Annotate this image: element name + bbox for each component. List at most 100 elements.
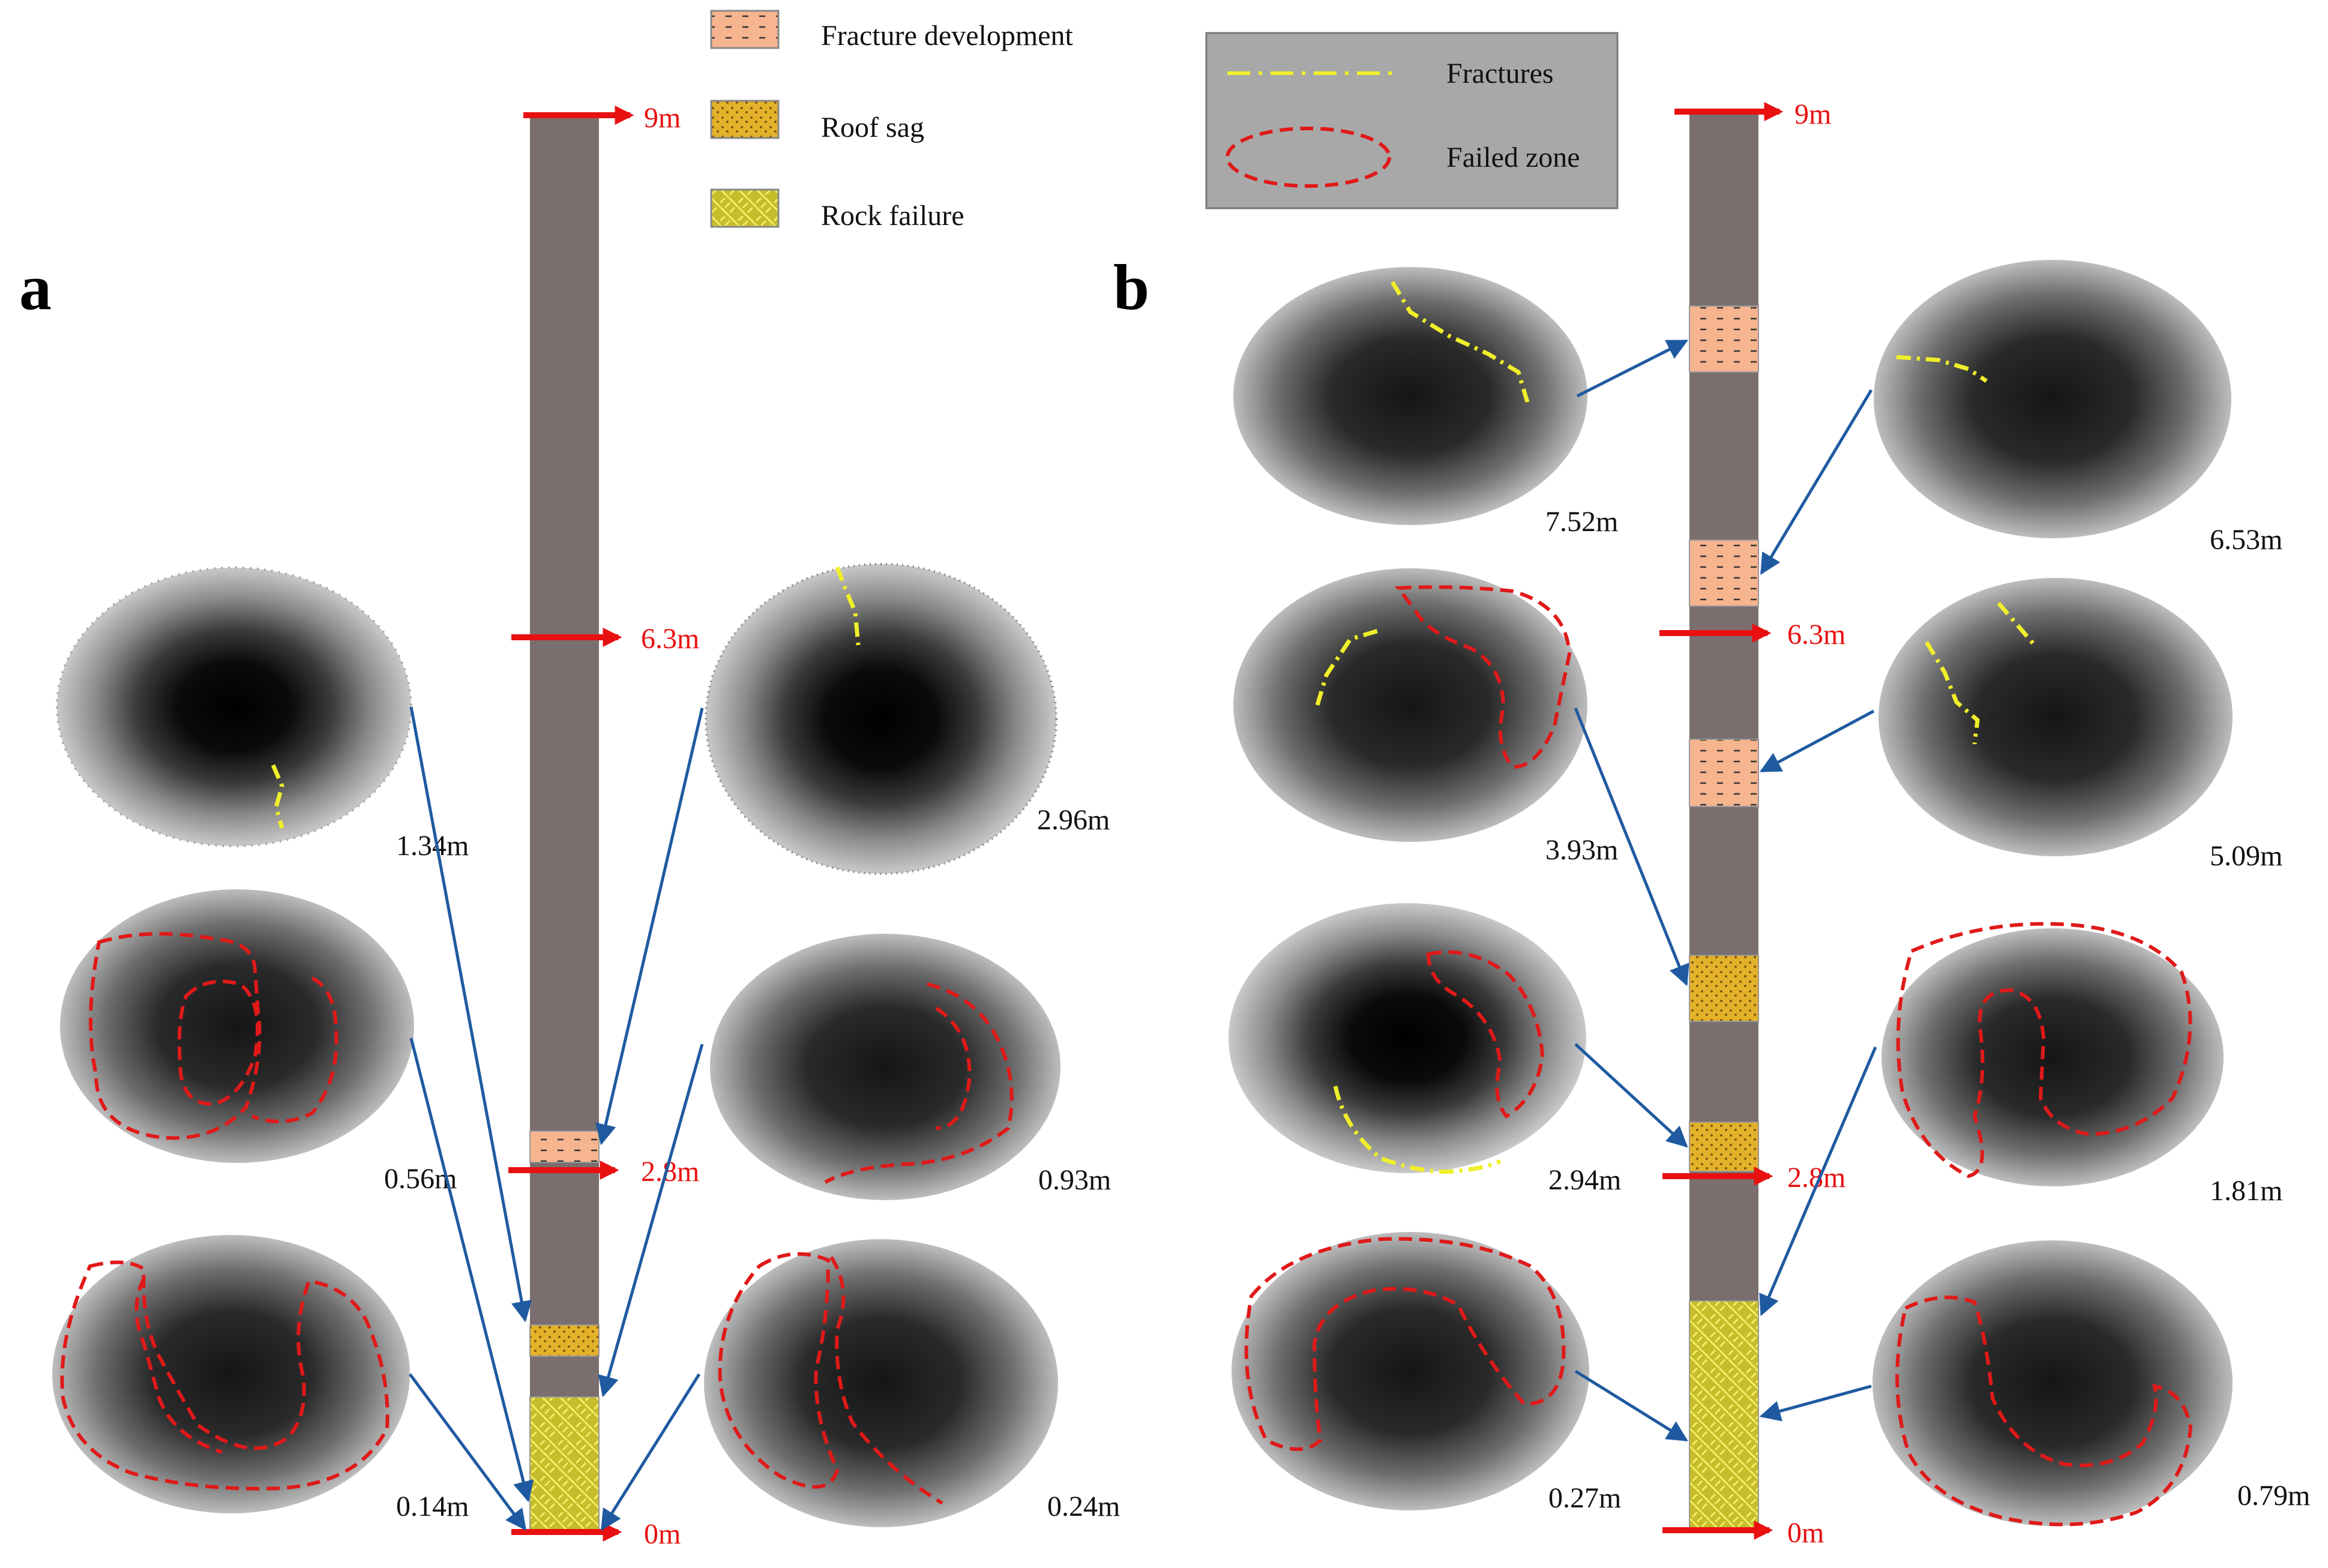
borehole-image-1.81m (1881, 922, 2224, 1186)
depth-caption-2.94m: 2.94m (1548, 1164, 1621, 1196)
failed-zone-outline (935, 1006, 972, 1130)
fracture-trace (1896, 355, 1988, 383)
failed-zone-outline (1895, 1296, 2193, 1527)
depth-caption-6.53m: 6.53m (2210, 524, 2282, 556)
connector-0.14m (408, 1373, 527, 1531)
borehole-photo (1872, 1240, 2233, 1526)
legend-label-rock-failure: Rock failure (821, 200, 964, 232)
borehole-photo (60, 889, 414, 1163)
zone-fracture-b3 (1689, 739, 1759, 807)
borehole-column-a (529, 114, 600, 1531)
borehole-image-0.27m (1232, 1232, 1589, 1510)
borehole-photo (704, 1239, 1058, 1527)
fracture-trace (1390, 281, 1530, 403)
depth-caption-1.81m: 1.81m (2210, 1175, 2282, 1207)
fracture-trace (1997, 601, 2036, 647)
borehole-image-0.14m (52, 1235, 410, 1513)
fracture-trace (1333, 1086, 1502, 1174)
depth-markers-b: 9m 6.3m 2.8m 0m (1659, 98, 1845, 1549)
failed-zone-outline (251, 976, 338, 1123)
legend-swatch-rock-failure (710, 188, 780, 228)
depth-label-9m-b: 9m (1794, 98, 1831, 130)
zone-fracture-b2 (1689, 539, 1759, 607)
fracture-trace (271, 764, 284, 829)
failed-zone-outline (60, 1260, 390, 1491)
borehole-image-7.52m (1233, 267, 1587, 525)
borehole-image-2.96m (705, 563, 1057, 875)
depth-caption-0.27m: 0.27m (1548, 1482, 1621, 1514)
connector-0.24m (600, 1373, 701, 1531)
line-legend-box (1205, 32, 1619, 209)
depth-markers-a: 9m 6.3m 2.8m 0m (508, 102, 699, 1550)
failed-zone-outline (89, 932, 262, 1140)
borehole-photo (1881, 928, 2224, 1186)
depth-label-9m-a: 9m (644, 102, 681, 134)
borehole-photo (710, 934, 1060, 1200)
legend-failed-zone-ellipse (1226, 127, 1391, 188)
borehole-photo (1233, 568, 1587, 842)
failed-zone-outline (1896, 922, 2192, 1179)
failed-zone-outline (1395, 585, 1572, 769)
depth-label-6.3m-a: 6.3m (641, 623, 699, 655)
connector-arrows (408, 339, 1877, 1531)
depth-label-0m-a: 0m (644, 1518, 681, 1550)
depth-caption-0.79m: 0.79m (2237, 1480, 2310, 1512)
fracture-trace (1315, 628, 1382, 706)
legend-label-roof-sag: Roof sag (821, 112, 924, 143)
connector-6.53m (1760, 389, 1873, 575)
legend-label-fracture-development: Fracture development (821, 20, 1074, 52)
zone-fracture-b1 (1689, 305, 1759, 373)
panel-label-b: b (1113, 252, 1149, 323)
zone-roof-sag-a (529, 1324, 600, 1357)
borehole-image-1.34m (56, 566, 412, 847)
borehole-photo (706, 564, 1056, 874)
legend-swatch-fracture-development (710, 10, 780, 49)
failed-zone-outline (718, 1252, 840, 1489)
connector-1.81m (1759, 1047, 1877, 1317)
connector-2.94m (1574, 1043, 1688, 1148)
borehole-photo (1874, 260, 2231, 538)
zone-roof-sag-b1 (1689, 955, 1759, 1022)
zone-rock-failure-b (1689, 1300, 1759, 1531)
borehole-image-5.09m (1878, 578, 2233, 856)
failed-zone-outline (824, 982, 1014, 1184)
borehole-image-0.79m (1872, 1240, 2233, 1527)
fracture-trace (1924, 641, 1980, 745)
zone-legend: Fracture development Roof sag Rock failu… (710, 10, 1074, 232)
borehole-image-0.56m (60, 889, 414, 1163)
connector-0.79m (1759, 1384, 1872, 1422)
borehole-photo (57, 568, 411, 846)
borehole-photo (1878, 578, 2233, 856)
legend-swatch-roof-sag (710, 100, 780, 139)
depth-caption-3.93m: 3.93m (1545, 834, 1618, 866)
connector-2.96m (595, 707, 704, 1146)
column-body-a (530, 114, 599, 1530)
failed-zone-outline (1426, 950, 1545, 1119)
depth-label-0m-b: 0m (1787, 1517, 1824, 1549)
failed-zone-outline (177, 979, 260, 1107)
line-legend: Fractures Failed zone (1205, 32, 1619, 209)
depth-caption-2.96m: 2.96m (1037, 804, 1110, 836)
connector-1.34m (409, 706, 532, 1323)
borehole-image-3.93m (1233, 568, 1587, 842)
depth-caption-0.93m: 0.93m (1038, 1164, 1111, 1196)
depth-caption-0.24m: 0.24m (1047, 1491, 1120, 1522)
connector-5.09m (1759, 709, 1875, 773)
borehole-column-b (1689, 114, 1759, 1531)
borehole-image-6.53m (1874, 260, 2231, 538)
legend-label-fractures: Fractures (1446, 58, 1554, 89)
failed-zone-outline (134, 1277, 223, 1454)
connector-0.93m (598, 1044, 704, 1398)
zone-fracture-a (529, 1131, 600, 1163)
borehole-image-0.93m (710, 934, 1060, 1200)
depth-caption-7.52m: 7.52m (1545, 506, 1618, 538)
depth-caption-0.14m: 0.14m (396, 1491, 469, 1522)
borehole-photo (1229, 903, 1586, 1173)
zone-roof-sag-b2 (1689, 1122, 1759, 1172)
borehole-photo (52, 1235, 410, 1513)
zone-rock-failure-a (529, 1396, 600, 1531)
panel-label-a: a (19, 252, 52, 323)
connector-0.56m (409, 1038, 534, 1503)
connector-0.27m (1574, 1369, 1688, 1442)
